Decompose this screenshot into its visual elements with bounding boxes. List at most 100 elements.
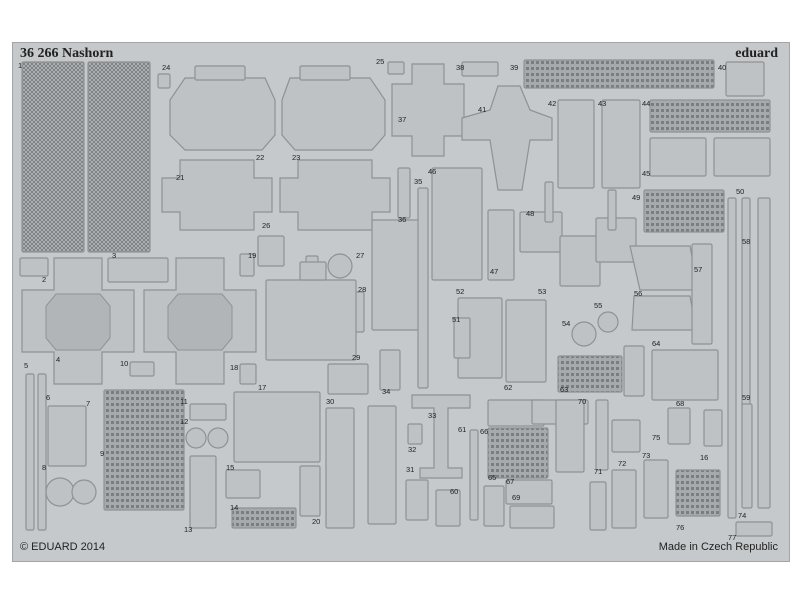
panel-part <box>557 99 595 189</box>
mesh-grille-part <box>87 61 151 253</box>
part-number-label: 62 <box>504 383 512 392</box>
cross-part <box>461 85 553 191</box>
part-number-label: 28 <box>358 285 366 294</box>
part-number-label: 39 <box>510 63 518 72</box>
octagon-detail <box>45 293 111 351</box>
part-number-label: 5 <box>24 361 28 370</box>
small-part <box>453 317 471 359</box>
strip-part <box>623 345 645 397</box>
part-number-label: 50 <box>736 187 744 196</box>
part-number-label: 17 <box>258 383 266 392</box>
part-number-label: 6 <box>46 393 50 402</box>
panel-part <box>371 219 423 331</box>
part-number-label: 36 <box>398 215 406 224</box>
grille-strip-part <box>557 355 623 393</box>
product-name: Nashorn <box>62 46 114 61</box>
origin-label: Made in Czech Republic <box>658 541 778 553</box>
panel-part <box>265 279 357 361</box>
small-part <box>225 469 261 499</box>
part-number-label: 70 <box>578 397 586 406</box>
part-number-label: 51 <box>452 315 460 324</box>
grille-strip-part <box>523 59 715 89</box>
product-code: 36 266 <box>20 46 59 61</box>
grille-block-part <box>103 389 185 511</box>
mesh-grille-part <box>21 61 85 253</box>
panel-part <box>649 137 707 177</box>
part-number-label: 41 <box>478 105 486 114</box>
part-number-label: 48 <box>526 209 534 218</box>
part-number-label: 54 <box>562 319 570 328</box>
part-number-label: 68 <box>676 399 684 408</box>
part-number-label: 15 <box>226 463 234 472</box>
grille-strip-part <box>675 469 721 517</box>
small-part <box>379 349 401 391</box>
part-number-label: 73 <box>642 451 650 460</box>
strip-part <box>325 407 355 529</box>
long-strip-part <box>37 373 47 531</box>
part-number-label: 32 <box>408 445 416 454</box>
trapezoid-part <box>629 245 699 291</box>
part-number-label: 25 <box>376 57 384 66</box>
part-number-label: 53 <box>538 287 546 296</box>
part-number-label: 34 <box>382 387 390 396</box>
part-number-label: 76 <box>676 523 684 532</box>
small-part <box>703 409 723 447</box>
small-part <box>405 479 429 521</box>
strip-part <box>469 429 479 521</box>
strip-part <box>189 455 217 529</box>
part-number-label: 45 <box>642 169 650 178</box>
part-number-label: 22 <box>256 153 264 162</box>
strip-part <box>299 465 321 517</box>
grille-strip-part <box>487 427 549 479</box>
bracket-part <box>559 235 601 287</box>
small-part <box>483 485 505 527</box>
ring-part <box>327 253 353 279</box>
part-number-label: 30 <box>326 397 334 406</box>
part-number-label: 52 <box>456 287 464 296</box>
frame-part <box>47 405 87 467</box>
part-number-label: 44 <box>642 99 650 108</box>
small-part <box>667 407 691 445</box>
bracket-part <box>327 363 369 395</box>
small-part <box>735 521 773 537</box>
part-number-label: 4 <box>56 355 60 364</box>
part-number-label: 75 <box>652 433 660 442</box>
grille-strip-part <box>231 507 297 529</box>
part-number-label: 7 <box>86 399 90 408</box>
part-number-label: 18 <box>230 363 238 372</box>
long-strip-part <box>25 373 35 531</box>
panel-part <box>713 137 771 177</box>
small-part <box>435 489 461 527</box>
part-number-label: 65 <box>488 473 496 482</box>
part-number-label: 10 <box>120 359 128 368</box>
trapezoid-part <box>631 295 697 331</box>
bracket-part <box>519 211 563 253</box>
part-number-label: 66 <box>480 427 488 436</box>
cross-part <box>411 394 471 479</box>
part-number-label: 26 <box>262 221 270 230</box>
panel-part <box>505 299 547 383</box>
strip-part <box>595 399 609 471</box>
part-number-label: 20 <box>312 517 320 526</box>
strip-part <box>367 405 397 525</box>
small-part <box>387 61 405 75</box>
strip-part <box>741 403 753 509</box>
bracket-part <box>611 419 641 453</box>
part-number-label: 60 <box>450 487 458 496</box>
panel-part <box>233 391 321 463</box>
part-number-label: 31 <box>406 465 414 474</box>
part-number-label: 1 <box>18 61 22 70</box>
small-part <box>505 479 553 505</box>
part-number-label: 67 <box>506 477 514 486</box>
part-number-label: 11 <box>180 397 188 406</box>
part-number-label: 72 <box>618 459 626 468</box>
small-part <box>129 361 155 377</box>
part-number-label: 74 <box>738 511 746 520</box>
part-number-label: 21 <box>176 173 184 182</box>
part-number-label: 46 <box>428 167 436 176</box>
small-part <box>239 253 255 277</box>
part-number-label: 64 <box>652 339 660 348</box>
panel-part <box>555 399 585 473</box>
part-number-label: 3 <box>112 251 116 260</box>
